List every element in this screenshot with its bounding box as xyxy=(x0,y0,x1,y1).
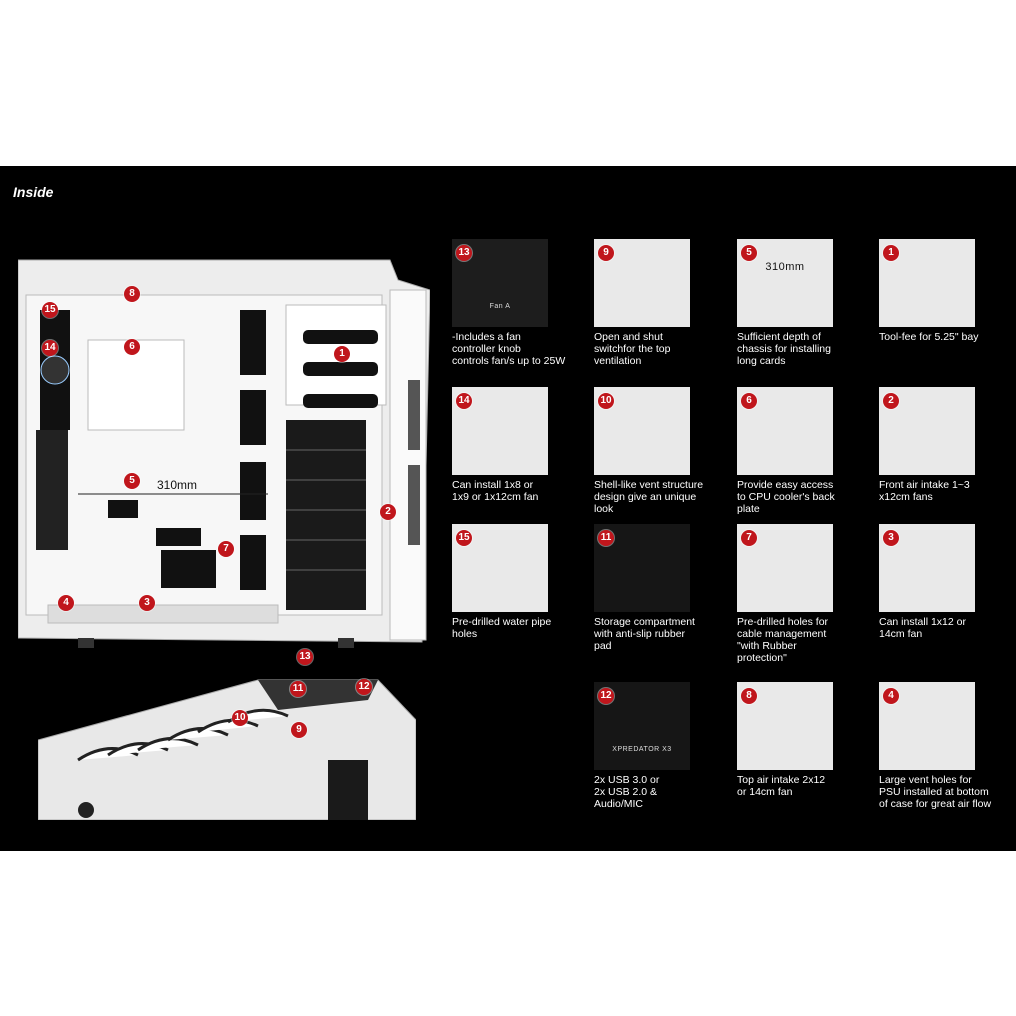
feature-badge: 4 xyxy=(883,688,899,704)
case-top-illustration xyxy=(38,679,416,820)
feature-caption: Storage compartment with anti-slip rubbe… xyxy=(594,616,695,652)
thumb-text: Fan A xyxy=(489,303,511,310)
badge-1: 1 xyxy=(334,346,350,362)
thumb-text: 310mm xyxy=(765,261,805,273)
feature-caption: Can install 1x8 or 1x9 or 1x12cm fan xyxy=(452,479,539,503)
feature-badge: 7 xyxy=(741,530,757,546)
badge-9: 9 xyxy=(291,722,307,738)
section-heading: Inside xyxy=(13,184,54,200)
feature-badge: 15 xyxy=(456,530,472,546)
case-interior-illustration xyxy=(18,259,430,648)
feature-caption: -Includes a fan controller knob controls… xyxy=(452,331,566,367)
feature-caption: 2x USB 3.0 or 2x USB 2.0 & Audio/MIC xyxy=(594,774,660,810)
badge-5: 5 xyxy=(124,473,140,489)
feature-caption: Top air intake 2x12 or 14cm fan xyxy=(737,774,826,798)
feature-thumb: 8 xyxy=(737,682,833,770)
dimension-label: 310mm xyxy=(157,478,198,492)
badge-2: 2 xyxy=(380,504,396,520)
feature-badge: 14 xyxy=(456,393,472,409)
badge-15: 15 xyxy=(42,302,58,318)
feature-thumb: 9 xyxy=(594,239,690,327)
feature-badge: 3 xyxy=(883,530,899,546)
feature-thumb: 6 xyxy=(737,387,833,475)
badge-10: 10 xyxy=(232,710,248,726)
feature-thumb: 3 xyxy=(879,524,975,612)
feature-badge: 5 xyxy=(741,245,757,261)
feature-thumb: 15 xyxy=(452,524,548,612)
feature-badge: 13 xyxy=(456,245,472,261)
feature-caption: Can install 1x12 or 14cm fan xyxy=(879,616,966,640)
feature-caption: Sufficient depth of chassis for installi… xyxy=(737,331,831,367)
badge-4: 4 xyxy=(58,595,74,611)
feature-caption: Provide easy access to CPU cooler's back… xyxy=(737,479,835,515)
badge-12: 12 xyxy=(356,679,372,695)
thumb-text: XPREDATOR X3 xyxy=(612,746,672,753)
badge-14: 14 xyxy=(42,340,58,356)
feature-thumb: 7 xyxy=(737,524,833,612)
feature-badge: 10 xyxy=(598,393,614,409)
feature-thumb: 5 310mm xyxy=(737,239,833,327)
feature-badge: 9 xyxy=(598,245,614,261)
feature-thumb: 11 xyxy=(594,524,690,612)
feature-badge: 12 xyxy=(598,688,614,704)
feature-thumb: 2 xyxy=(879,387,975,475)
badge-8: 8 xyxy=(124,286,140,302)
feature-caption: Shell-like vent structure design give an… xyxy=(594,479,704,515)
feature-badge: 2 xyxy=(883,393,899,409)
feature-caption: Large vent holes for PSU installed at bo… xyxy=(879,774,992,810)
feature-badge: 6 xyxy=(741,393,757,409)
feature-thumb: 10 xyxy=(594,387,690,475)
badge-7: 7 xyxy=(218,541,234,557)
feature-thumb: 4 xyxy=(879,682,975,770)
feature-thumb: 1 xyxy=(879,239,975,327)
feature-caption: Open and shut switchfor the top ventilat… xyxy=(594,331,671,367)
badge-13: 13 xyxy=(297,649,313,665)
feature-caption: Front air intake 1~3 x12cm fans xyxy=(879,479,970,503)
feature-caption: Pre-drilled water pipe holes xyxy=(452,616,552,640)
feature-caption: Pre-drilled holes for cable management "… xyxy=(737,616,829,664)
badge-6: 6 xyxy=(124,339,140,355)
feature-badge: 11 xyxy=(598,530,614,546)
feature-caption: Tool-fee for 5.25" bay xyxy=(879,331,979,343)
badge-11: 11 xyxy=(290,681,306,697)
feature-badge: 1 xyxy=(883,245,899,261)
feature-thumb: 14 xyxy=(452,387,548,475)
badge-3: 3 xyxy=(139,595,155,611)
feature-badge: 8 xyxy=(741,688,757,704)
